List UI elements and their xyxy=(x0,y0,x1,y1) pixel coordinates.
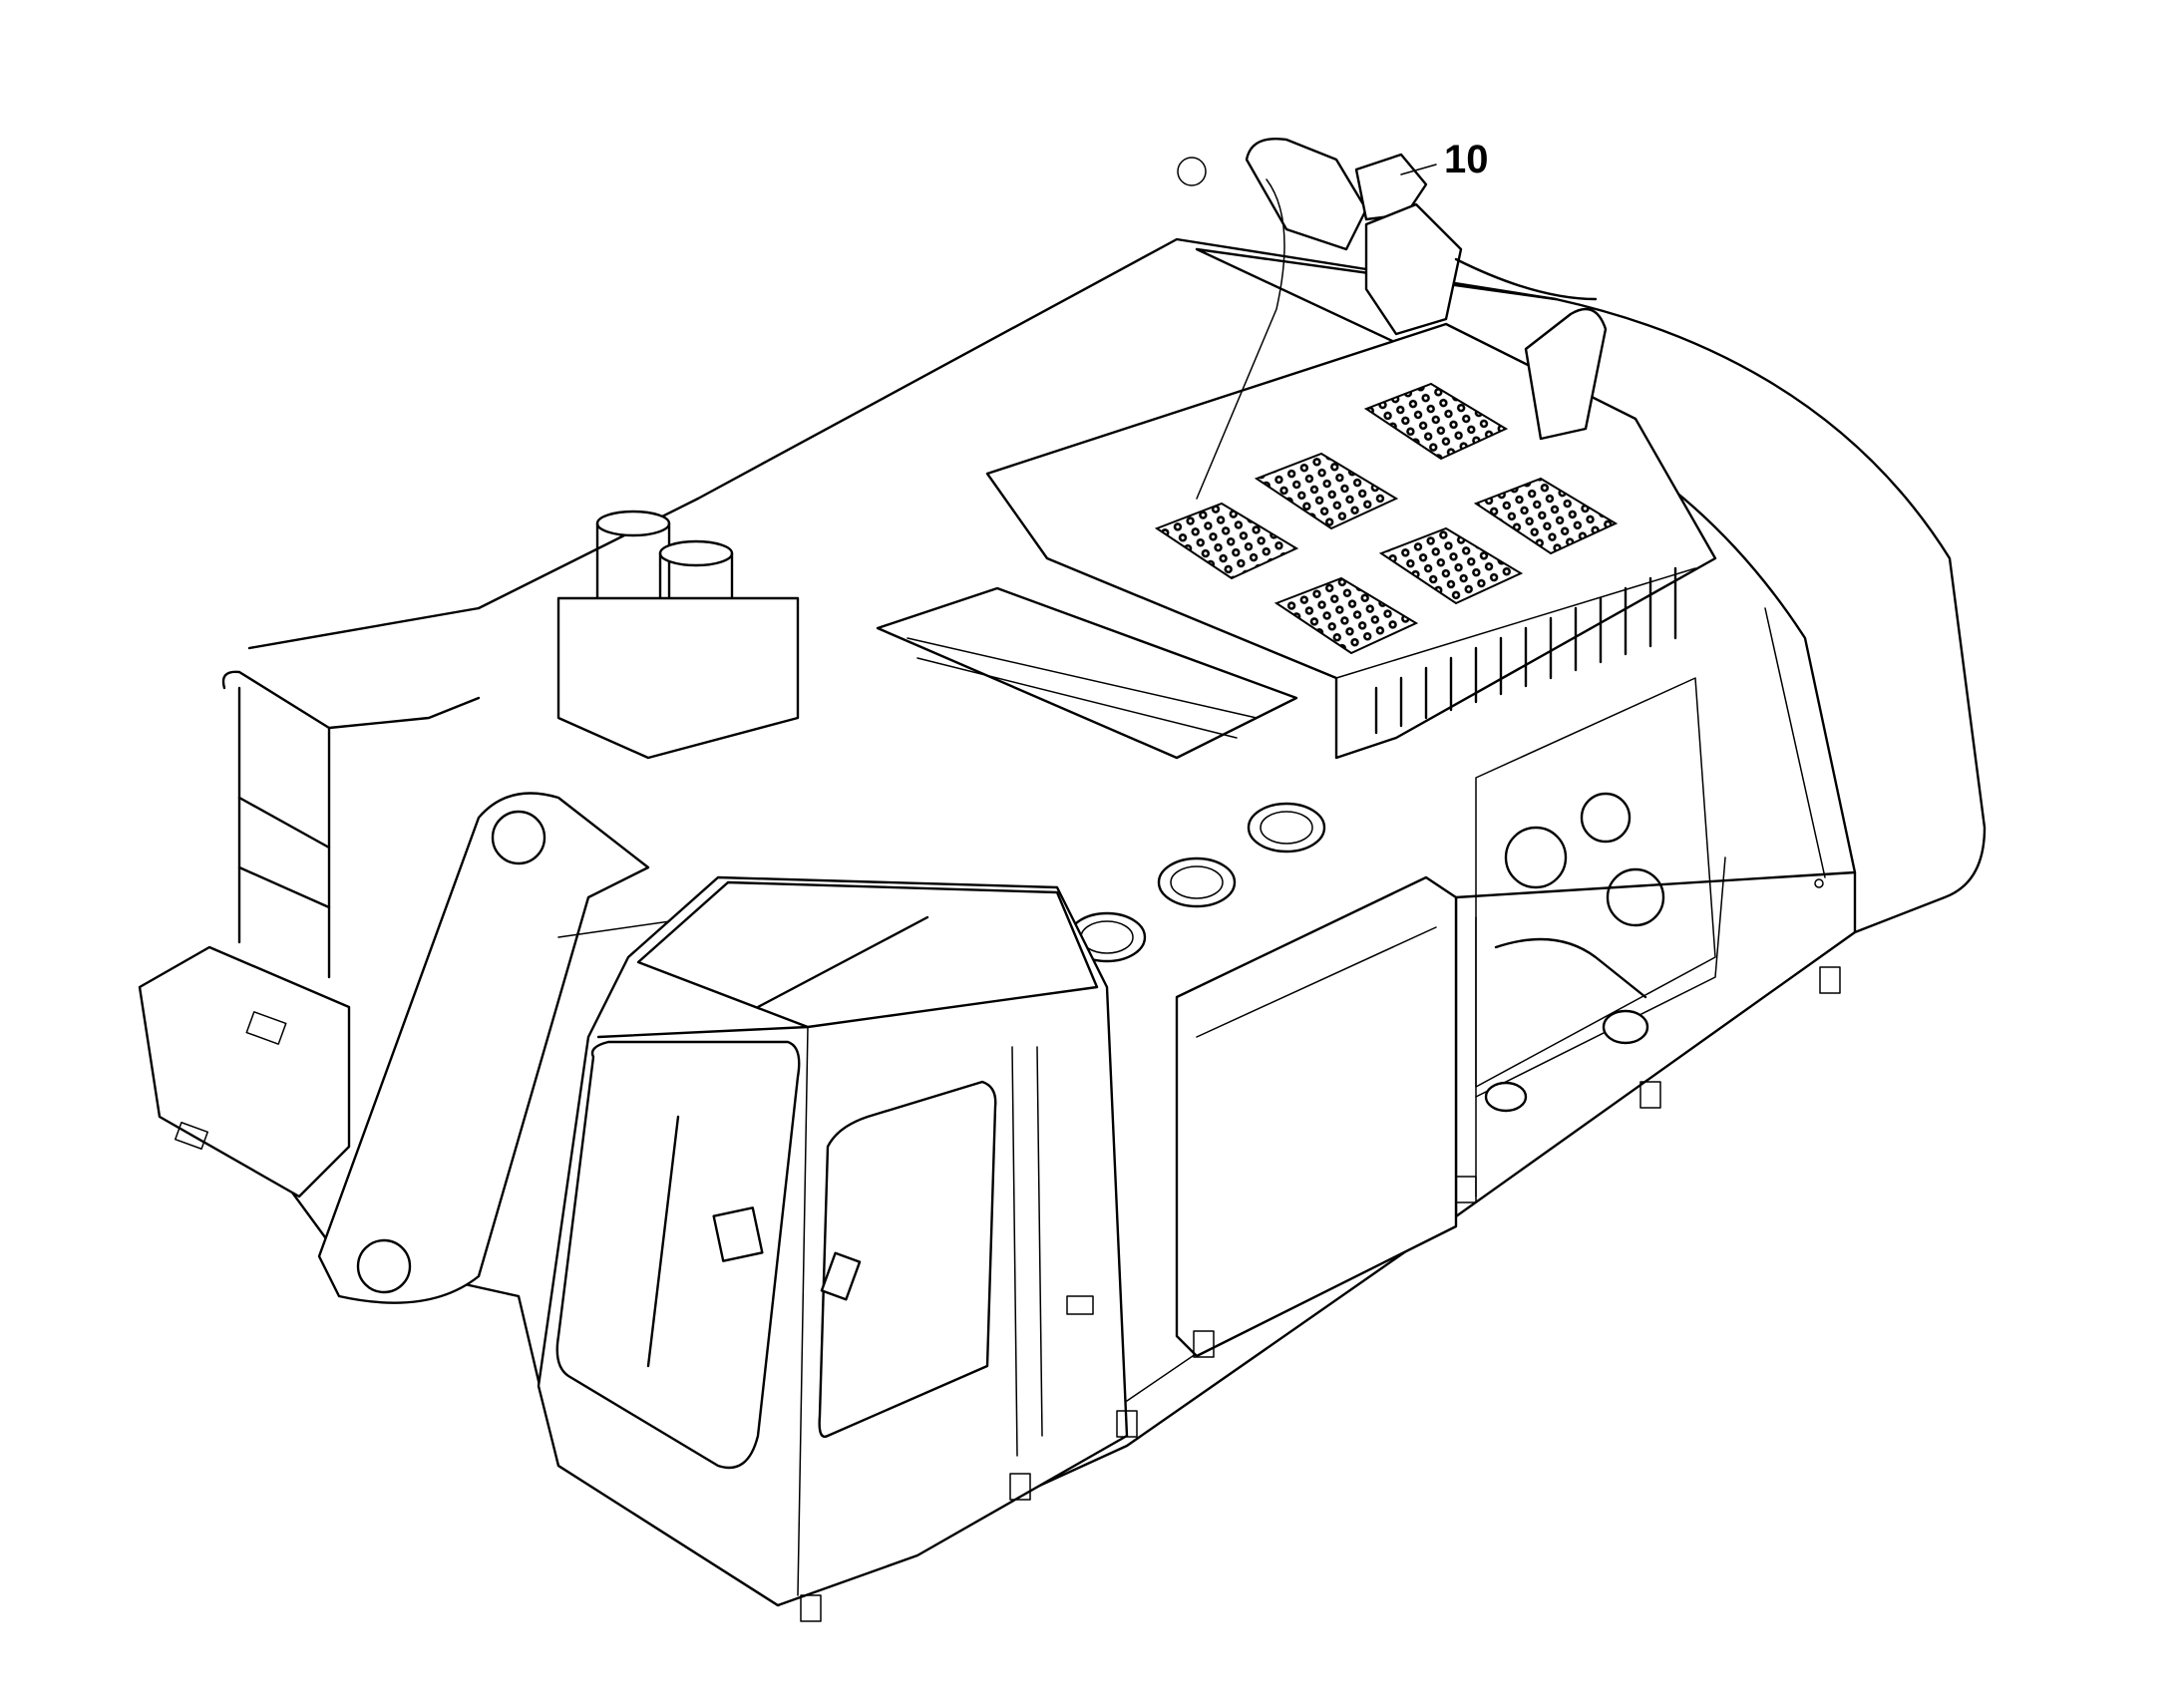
mesh-grille xyxy=(1254,452,1399,530)
pump-compartment xyxy=(1475,677,1716,1113)
side-tank-panel xyxy=(1175,875,1458,1358)
mesh-grille xyxy=(1473,477,1619,555)
hood-vent-slots xyxy=(1374,566,1677,735)
mesh-grille xyxy=(1363,382,1509,461)
handrail xyxy=(221,670,481,979)
mesh-grille xyxy=(1273,576,1419,655)
operator-cab xyxy=(537,875,1129,1607)
tank-caps xyxy=(1067,802,1326,963)
callout-label-10: 10 xyxy=(1444,138,1489,181)
mesh-grille xyxy=(1378,526,1524,605)
wiper-arm xyxy=(646,1115,680,1368)
wiper-arm xyxy=(756,915,929,1009)
callout-10-leader xyxy=(1400,164,1437,175)
hydraulic-filters xyxy=(556,510,800,760)
engine-hood xyxy=(985,322,1717,760)
step-platform xyxy=(138,945,351,1198)
cab-door-window xyxy=(818,1080,997,1438)
mesh-grille xyxy=(1154,502,1299,580)
boom-foot xyxy=(317,792,769,1304)
cooling-section xyxy=(876,586,1298,760)
air-intake-assembly xyxy=(1177,138,1608,500)
mounting-brackets xyxy=(800,966,1841,1622)
cab-front-window xyxy=(555,1040,801,1470)
